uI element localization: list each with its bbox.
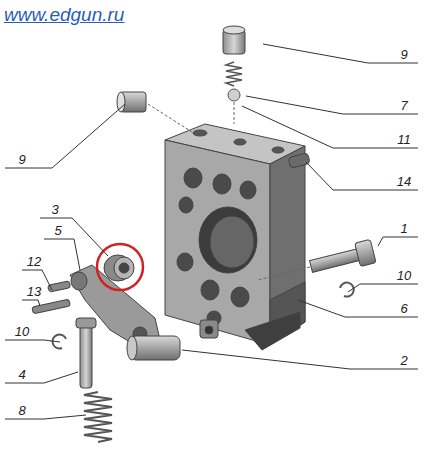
spring-7: [226, 62, 242, 86]
bushing-3: [104, 255, 134, 281]
callout-number: 1: [400, 222, 407, 235]
bushing-9-top: [223, 26, 245, 54]
leader-lines: [5, 44, 418, 419]
callout-number: 9: [400, 48, 407, 61]
bushing-9-left: [117, 92, 146, 112]
pin-13: [32, 299, 71, 314]
callout-number: 7: [400, 99, 407, 112]
screw-1: [308, 239, 376, 278]
callout-number: 14: [397, 175, 411, 188]
block-2: [127, 336, 180, 360]
main-block: [165, 124, 305, 350]
callout-number: 10: [15, 325, 29, 338]
callout-number: 9: [18, 153, 25, 166]
callout-number: 13: [27, 285, 41, 298]
pin-14: [288, 153, 310, 169]
callout-number: 6: [400, 302, 407, 315]
ball-11: [228, 89, 240, 101]
callout-number: 10: [397, 269, 411, 282]
callout-number: 11: [397, 133, 411, 146]
callout-number: 5: [54, 224, 61, 237]
callout-number: 8: [18, 404, 25, 417]
pin-4: [76, 318, 96, 388]
callout-number: 2: [400, 354, 407, 367]
callout-number: 12: [27, 255, 41, 268]
callout-number: 3: [51, 203, 58, 216]
spring-8: [84, 392, 112, 442]
callout-number: 4: [18, 368, 25, 381]
watermark: www.edgun.ru: [4, 5, 124, 24]
highlight-circle: [97, 244, 143, 290]
pin-12: [48, 281, 71, 292]
